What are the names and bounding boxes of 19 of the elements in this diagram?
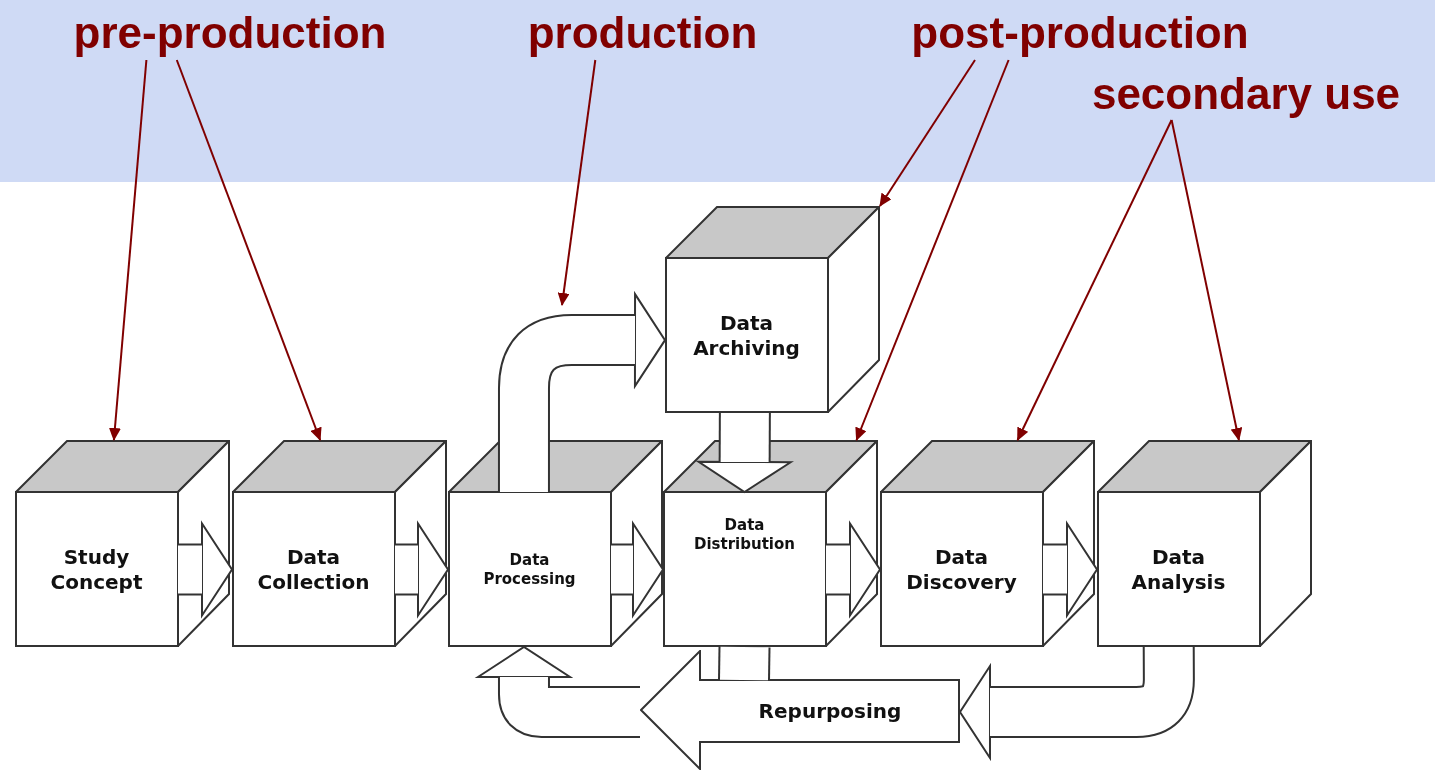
- leader-arrow: [108, 59, 148, 441]
- stage-heading: post-production: [911, 10, 1249, 55]
- stage-label: Data Processing: [482, 550, 577, 589]
- leader-arrow: [855, 59, 1010, 441]
- leader-arrow: [557, 59, 597, 306]
- leader-arrow: [879, 59, 976, 207]
- stage-heading: secondary use: [1091, 72, 1401, 116]
- leader-arrow: [175, 59, 322, 441]
- stage-label: Data Collection: [256, 544, 371, 595]
- stage-label: Data Analysis: [1130, 544, 1227, 595]
- flow-label: Repurposing: [758, 698, 902, 725]
- stage-label: Study Concept: [49, 544, 144, 595]
- stage-label: Data Discovery: [905, 544, 1018, 595]
- leader-arrow: [1016, 119, 1173, 441]
- stage-label: Data Archiving: [692, 310, 801, 361]
- leader-arrow: [1170, 119, 1243, 441]
- stage-label: Data Distribution: [693, 516, 796, 554]
- stage-heading: production: [527, 10, 758, 55]
- stage-heading: pre-production: [73, 10, 387, 55]
